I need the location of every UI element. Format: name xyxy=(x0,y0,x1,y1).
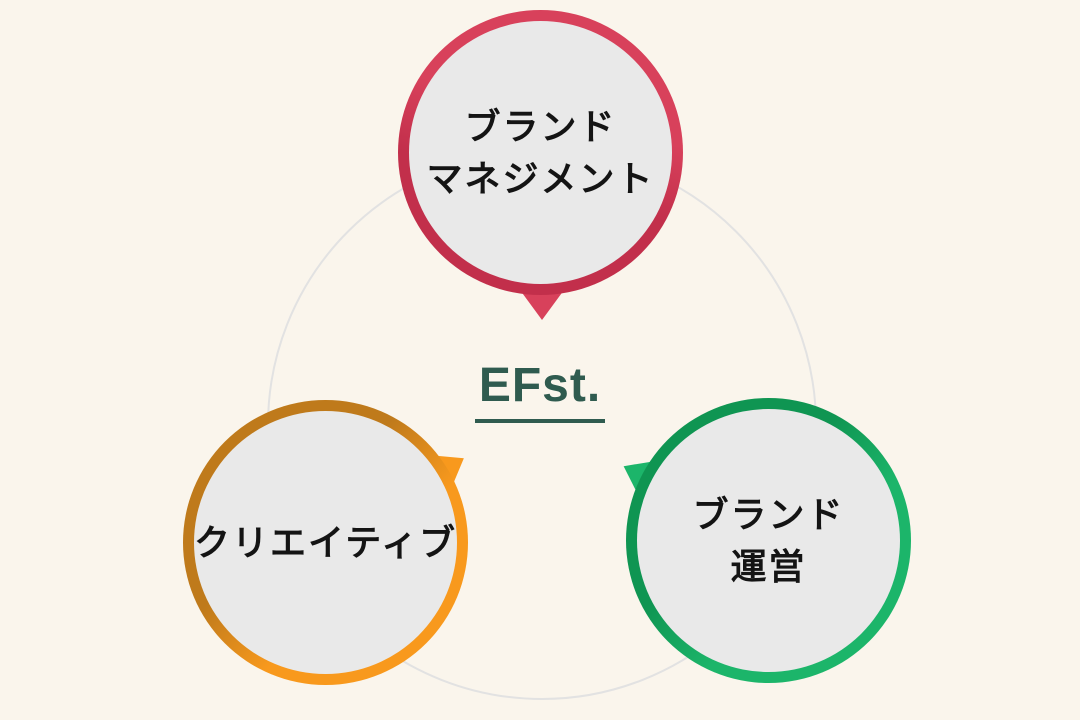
label-line: ブランド xyxy=(464,106,617,148)
node-brand-operation-label: ブランド 運営 xyxy=(692,489,844,591)
node-brand-operation: ブランド 運営 xyxy=(626,398,911,683)
node-creative-label: クリエイティブ xyxy=(194,517,457,568)
label-line: ブランド xyxy=(692,494,845,536)
node-brand-operation-fill: ブランド 運営 xyxy=(637,409,900,672)
node-brand-management: ブランド マネジメント xyxy=(398,10,683,295)
node-creative-fill: クリエイティブ xyxy=(194,411,457,674)
label-line: クリエイティブ xyxy=(193,521,458,563)
label-line: マネジメント xyxy=(426,157,655,199)
node-brand-management-label: ブランド マネジメント xyxy=(426,101,654,203)
node-creative: クリエイティブ xyxy=(183,400,468,685)
label-line: 運営 xyxy=(730,545,807,587)
node-brand-management-fill: ブランド マネジメント xyxy=(409,21,672,284)
